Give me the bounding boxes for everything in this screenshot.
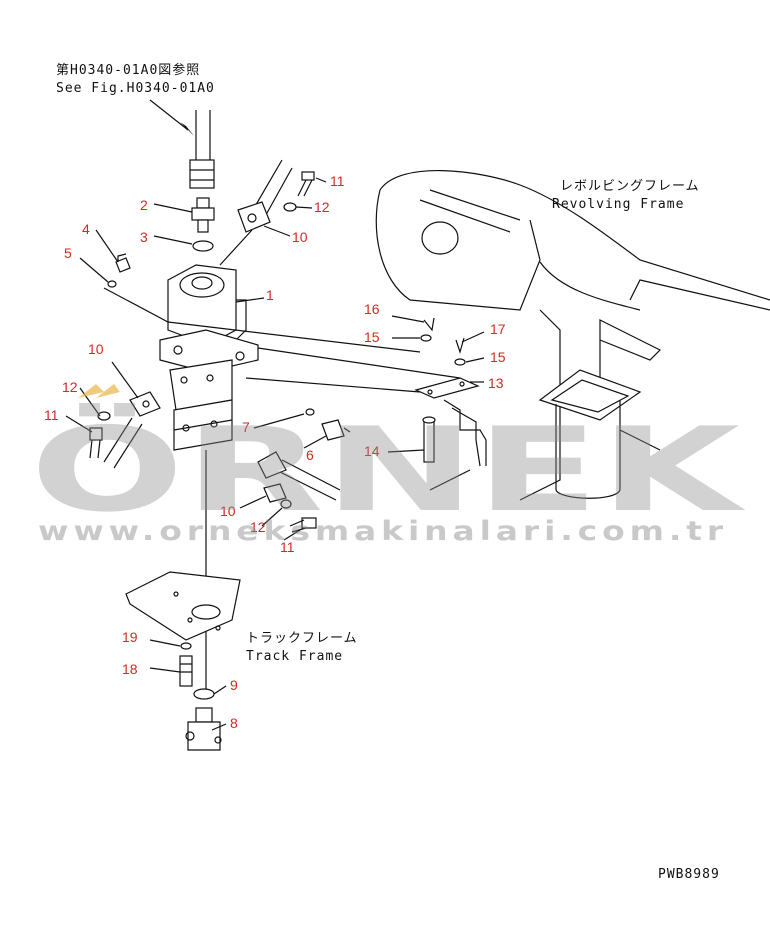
callout-14: 14 (364, 443, 380, 459)
part-1-swivel-joint (159, 264, 259, 451)
callout-11-left: 11 (44, 407, 59, 423)
part-8-fitting (185, 707, 222, 751)
callout-19: 19 (122, 629, 138, 645)
part-13-bracket (414, 377, 487, 467)
callout-17: 17 (490, 321, 506, 337)
leader-lines (65, 177, 485, 731)
left-washer-12 (97, 411, 111, 421)
part-15-washer-a (420, 334, 432, 342)
callout-3: 3 (140, 229, 148, 245)
callout-10-upper: 10 (292, 229, 308, 245)
part-15-washer-b (454, 358, 466, 366)
callout-12-left: 12 (62, 379, 78, 395)
frame-lower-edge (429, 469, 471, 491)
upper-hose (189, 110, 215, 189)
callout-4: 4 (82, 221, 90, 237)
callout-11-lower: 11 (280, 539, 295, 555)
watermark-brand: ÖRNEK (30, 403, 746, 538)
callout-6: 6 (306, 447, 314, 463)
left-bolt-11 (89, 427, 103, 459)
callout-15-left: 15 (364, 329, 380, 345)
callout-18: 18 (122, 661, 138, 677)
upper-washer-12 (283, 202, 297, 212)
callout-10-lower: 10 (220, 503, 236, 519)
callout-11-upper: 11 (330, 173, 345, 189)
canister (538, 369, 661, 499)
part-14-pin (422, 416, 436, 463)
part-3-oring (192, 240, 214, 252)
upper-right-hose (219, 159, 293, 266)
part-19-washer (180, 642, 192, 650)
lower-washer-12 (280, 499, 292, 509)
callout-2: 2 (140, 197, 148, 213)
callout-7: 7 (242, 419, 250, 435)
watermark-logo-accent (78, 384, 120, 398)
part-6-elbow (321, 419, 351, 441)
callout-13: 13 (488, 375, 504, 391)
callout-16: 16 (364, 301, 380, 317)
track-frame-jp: トラックフレーム (246, 631, 358, 646)
callout-12-upper: 12 (314, 199, 330, 215)
lower-right-hose (257, 451, 341, 503)
part-9-oring (193, 688, 215, 700)
callout-5: 5 (64, 245, 72, 261)
callout-10-left: 10 (88, 341, 104, 357)
revolving-frame-en: Revolving Frame (552, 197, 684, 212)
upper-bolt-11 (297, 171, 315, 197)
revolving-frame-jp: レボルビングフレーム (560, 179, 700, 194)
reference-leader (149, 99, 189, 131)
callout-15-right: 15 (490, 349, 506, 365)
part-16-cotter (423, 317, 435, 332)
centerline-5 (103, 287, 421, 353)
watermark-url: www.orneksmakinalari.com.tr (38, 516, 728, 547)
part-7-oring (305, 408, 315, 416)
part-4-plug (115, 253, 131, 273)
part-2-fitting (191, 197, 215, 233)
callout-8: 8 (230, 715, 238, 731)
drawing-code: PWB8989 (658, 867, 720, 882)
reference-jp: 第H0340-01A0図参照 (56, 62, 200, 78)
callout-9: 9 (230, 677, 238, 693)
track-frame-plate (125, 571, 241, 641)
reference-en: See Fig.H0340-01A0 (56, 81, 215, 96)
part-18-bolt (179, 655, 193, 687)
reference-arrowhead (180, 122, 194, 136)
centerline-bracket (245, 347, 461, 393)
part-5-oring (107, 280, 117, 288)
part-17-cotter (455, 337, 465, 355)
callout-1: 1 (266, 287, 274, 303)
track-frame-en: Track Frame (246, 649, 343, 664)
callout-12-lower: 12 (250, 519, 266, 535)
